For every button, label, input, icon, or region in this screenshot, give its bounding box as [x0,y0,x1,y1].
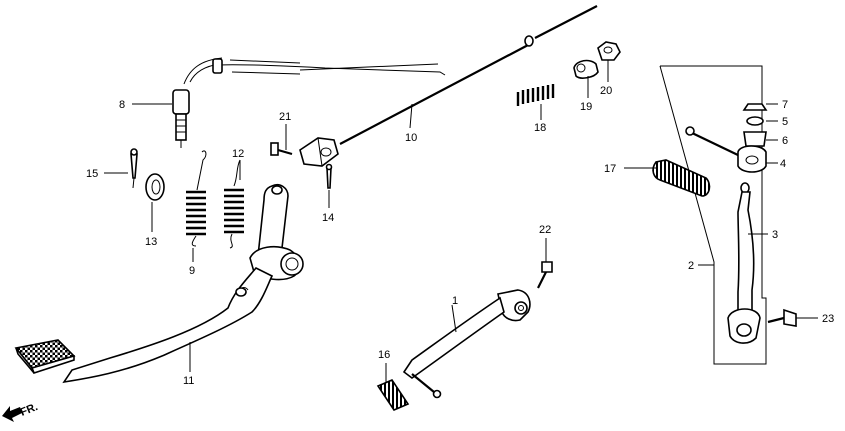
return-spring-part [186,150,207,247]
brake-rod-part [339,5,598,145]
callout-17: 17 [604,163,616,175]
direction-label: FR. [19,401,40,419]
spring-part [224,159,244,249]
callout-9: 9 [189,265,195,277]
callout-15: 15 [86,168,98,180]
clevis-part [299,137,339,189]
callout-14: 14 [322,212,334,224]
callout-16: 16 [378,349,390,361]
spring-18-part [516,84,555,106]
grip-16-part [376,379,410,411]
callout-11: 11 [183,375,194,387]
callout-13: 13 [145,236,157,248]
nut-part [597,41,621,61]
washer-part [145,173,165,201]
callout-20: 20 [600,85,612,97]
callout-1: 1 [452,295,458,307]
callout-7: 7 [782,99,788,111]
shift-arm-part [402,289,531,399]
callout-23: 23 [822,313,834,325]
callout-21: 21 [279,111,291,123]
collar-part [573,59,599,79]
brake-light-switch-part [172,57,446,148]
front-direction-arrow: FR. [2,401,40,422]
leader-lines [104,60,818,382]
cotter-pin-part [130,148,138,189]
shift-lever-part [727,182,761,344]
brake-pedal-part [14,183,304,384]
grip-17-part [652,159,711,197]
callout-18: 18 [534,122,546,134]
bolt-22-part [537,261,553,289]
callout-10: 10 [405,132,417,144]
bolt-21-part [270,142,293,156]
callout-22: 22 [539,224,551,236]
pivot-hardware-parts [685,103,768,173]
callout-6: 6 [782,135,788,147]
callout-2: 2 [688,260,694,272]
callout-12: 12 [232,148,244,160]
bolt-23-part [767,308,797,327]
callout-4: 4 [780,158,786,170]
callout-19: 19 [580,101,592,113]
callout-3: 3 [772,229,778,241]
callout-5: 5 [782,116,788,128]
callout-labels: 1 2 3 4 5 6 7 8 9 10 11 12 13 14 15 16 1… [86,85,834,387]
callout-8: 8 [119,99,125,111]
